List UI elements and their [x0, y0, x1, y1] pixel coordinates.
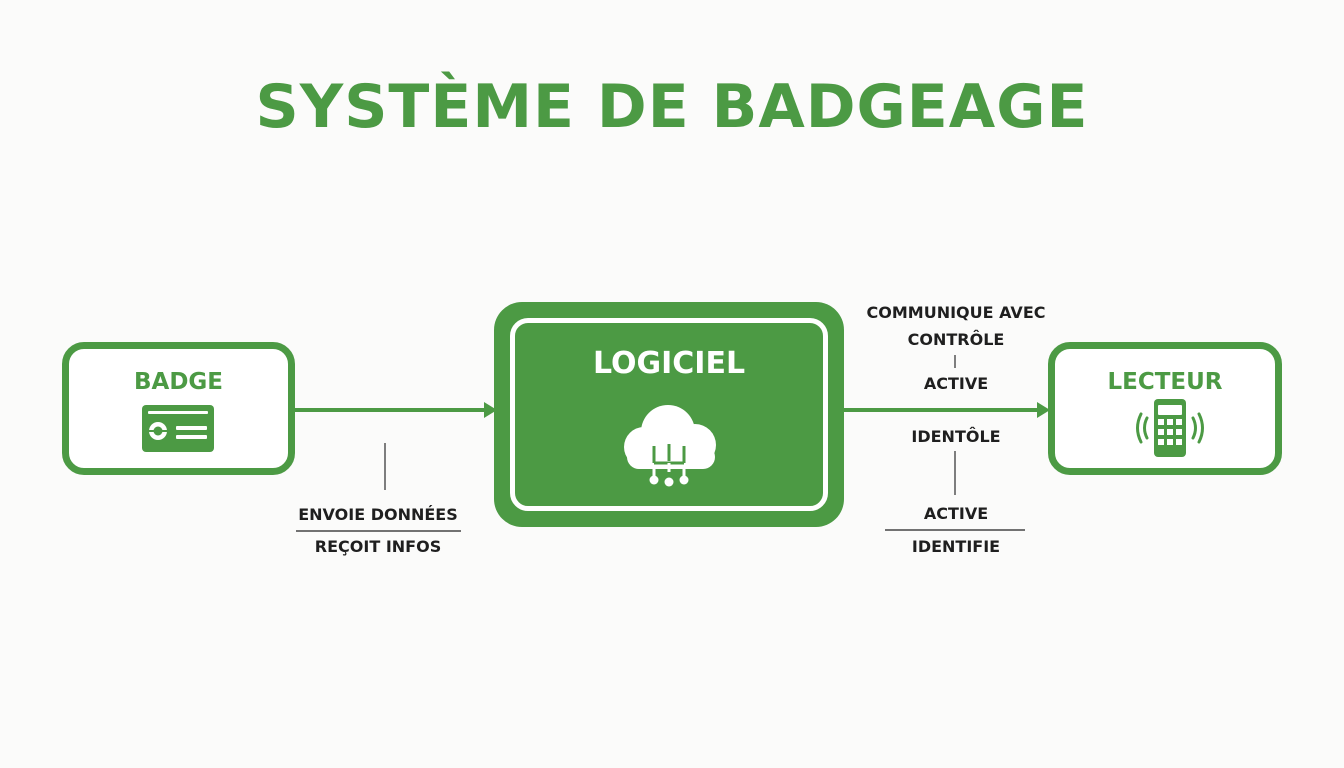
lecteur-node: LECTEUR — [1048, 342, 1282, 475]
arrow-badge-to-logiciel — [295, 402, 497, 418]
edge-label-identole: IDENTÔLE — [911, 427, 1001, 446]
edge-label-envoie-donnees: ENVOIE DONNÉES — [298, 505, 458, 524]
logiciel-inner-frame — [510, 318, 828, 511]
edge-label-identifie: IDENTIFIE — [911, 537, 1001, 556]
card-reader-icon — [1136, 399, 1204, 457]
edge-label-recoit-infos: REÇOIT INFOS — [314, 537, 442, 556]
diagram-title: SYSTÈME DE BADGEAGE — [255, 72, 1089, 142]
logiciel-label: LOGICIEL — [592, 346, 746, 381]
cloud-network-icon — [624, 405, 716, 487]
id-card-icon — [142, 405, 214, 452]
edge-label-active: ACTIVE — [923, 374, 989, 393]
lecteur-label: LECTEUR — [1107, 369, 1223, 395]
edge-label-controle: CONTRÔLE — [907, 330, 1005, 349]
edge-label-active-2: ACTIVE — [923, 504, 989, 523]
badge-node: BADGE — [62, 342, 295, 475]
logiciel-node: LOGICIEL — [494, 302, 844, 527]
arrow-logiciel-to-lecteur — [844, 402, 1050, 418]
edge-label-communique-avec: COMMUNIQUE AVEC — [866, 303, 1046, 322]
badge-label: BADGE — [133, 369, 223, 395]
